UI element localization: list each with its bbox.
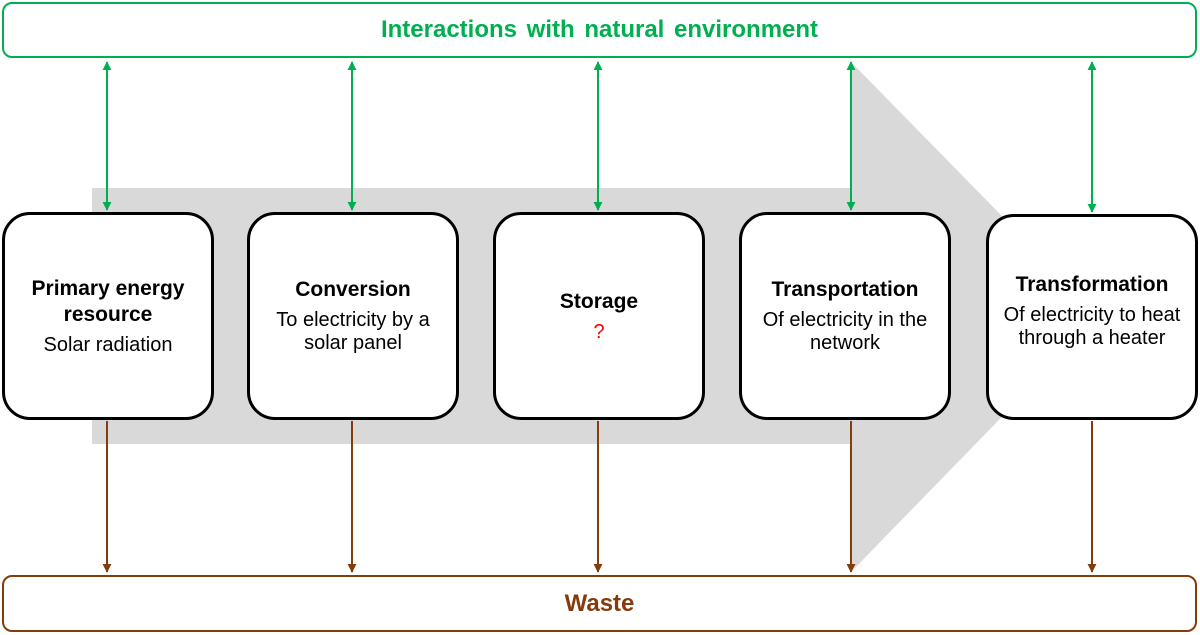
stage-title: Transformation bbox=[1015, 273, 1169, 296]
stage-transformation: Transformation Of electricity to heat th… bbox=[986, 214, 1198, 420]
waste-banner: Waste bbox=[2, 575, 1197, 632]
stage-title: Storage bbox=[559, 289, 639, 313]
waste-banner-label: Waste bbox=[564, 589, 635, 617]
stage-title: Primary energy resource bbox=[31, 276, 185, 326]
waste-arrows bbox=[102, 421, 1097, 573]
stage-description: Of electricity in the network bbox=[762, 309, 928, 354]
stage-description: Of electricity to heat through a heater bbox=[1003, 304, 1181, 349]
environment-banner-label: Interactions with natural environment bbox=[380, 16, 819, 43]
stage-description-question-mark: ? bbox=[593, 320, 605, 343]
stage-description: To electricity by a solar panel bbox=[276, 309, 430, 354]
stage-title: Conversion bbox=[295, 278, 411, 301]
stage-conversion: Conversion To electricity by a solar pan… bbox=[247, 212, 459, 420]
environment-arrows bbox=[102, 61, 1097, 213]
stage-description: Solar radiation bbox=[43, 333, 173, 356]
stage-title: Transportation bbox=[771, 278, 919, 301]
stage-transportation: Transportation Of electricity in the net… bbox=[739, 212, 951, 420]
environment-banner: Interactions with natural environment bbox=[2, 2, 1197, 58]
stage-storage: Storage ? bbox=[493, 212, 705, 420]
stage-primary-energy-resource: Primary energy resource Solar radiation bbox=[2, 212, 214, 420]
